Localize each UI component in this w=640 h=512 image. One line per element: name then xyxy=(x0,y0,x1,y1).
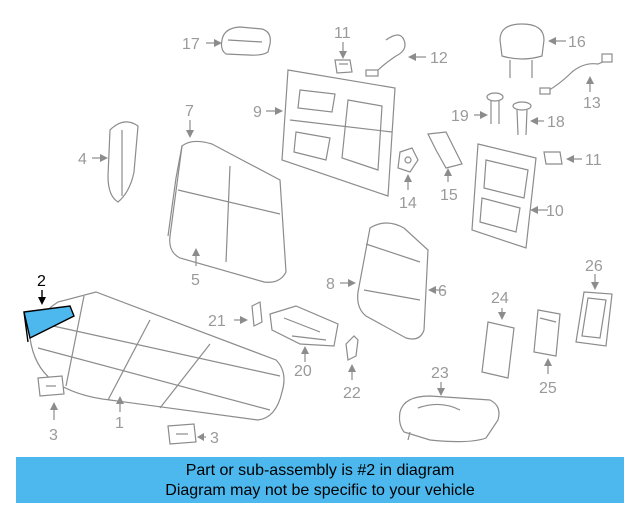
callout-5: 5 xyxy=(191,272,200,289)
part-10-seatback-frame xyxy=(471,143,537,249)
callout-3-bottom: 3 xyxy=(210,430,219,447)
part-9-seatback-frame xyxy=(281,69,396,197)
callout-6: 6 xyxy=(438,283,447,300)
part-2-trim-highlighted xyxy=(23,305,75,343)
part-12-harness xyxy=(365,34,406,77)
callout-20: 20 xyxy=(294,363,312,380)
part-20-bracket xyxy=(269,305,339,347)
callout-18: 18 xyxy=(547,114,565,131)
callout-26: 26 xyxy=(585,258,603,275)
part-16-headrest xyxy=(499,23,545,78)
callout-13: 13 xyxy=(583,95,601,112)
part-17-headrest-small xyxy=(220,26,271,56)
part-25-pad xyxy=(533,309,561,357)
part-3-clip-left xyxy=(37,375,65,397)
callout-12: 12 xyxy=(430,50,448,67)
parts-diagram: 17 11 12 16 13 9 19 xyxy=(23,23,613,447)
part-15-bracket xyxy=(427,131,463,169)
banner-line-2: Diagram may not be specific to your vehi… xyxy=(165,482,475,499)
callout-17: 17 xyxy=(182,36,200,53)
callout-19: 19 xyxy=(451,108,469,125)
part-6-8-seatback-right xyxy=(357,222,429,340)
callout-23: 23 xyxy=(431,365,449,382)
part-24-pad xyxy=(481,321,515,379)
part-11-clip-right xyxy=(543,151,563,165)
callout-22: 22 xyxy=(343,385,361,402)
part-19-headrest-guide xyxy=(486,92,504,124)
part-18-headrest-guide xyxy=(512,101,532,136)
part-11-clip-top xyxy=(334,59,353,74)
part-5-7-seatback xyxy=(167,140,287,283)
callout-16: 16 xyxy=(568,34,586,51)
part-21-clip xyxy=(251,301,263,327)
part-26-pad xyxy=(575,291,613,347)
callout-11-right: 11 xyxy=(585,152,602,169)
callout-24: 24 xyxy=(491,290,509,307)
callout-1: 1 xyxy=(115,415,124,432)
callout-3-left: 3 xyxy=(49,427,58,444)
part-14-latch xyxy=(397,147,419,173)
banner-line-1: Part or sub-assembly is #2 in diagram xyxy=(185,462,455,479)
part-3-clip-bottom xyxy=(167,423,197,445)
callout-4: 4 xyxy=(78,151,87,168)
callout-14: 14 xyxy=(399,195,417,212)
callout-11-top: 11 xyxy=(334,25,351,42)
callout-2: 2 xyxy=(37,273,46,290)
callout-8: 8 xyxy=(326,276,335,293)
part-4-side-bolster xyxy=(107,121,139,203)
part-22-hook xyxy=(345,335,359,361)
part-23-armrest xyxy=(398,395,500,443)
part-1-seat-cushion xyxy=(29,291,285,421)
callout-25: 25 xyxy=(539,380,557,397)
callout-7: 7 xyxy=(185,103,194,120)
callout-10: 10 xyxy=(546,203,564,220)
info-banner: Part or sub-assembly is #2 in diagram Di… xyxy=(16,457,624,503)
callout-21: 21 xyxy=(208,313,226,330)
callout-9: 9 xyxy=(253,104,262,121)
callout-15: 15 xyxy=(440,187,458,204)
part-13-cable xyxy=(539,53,613,95)
